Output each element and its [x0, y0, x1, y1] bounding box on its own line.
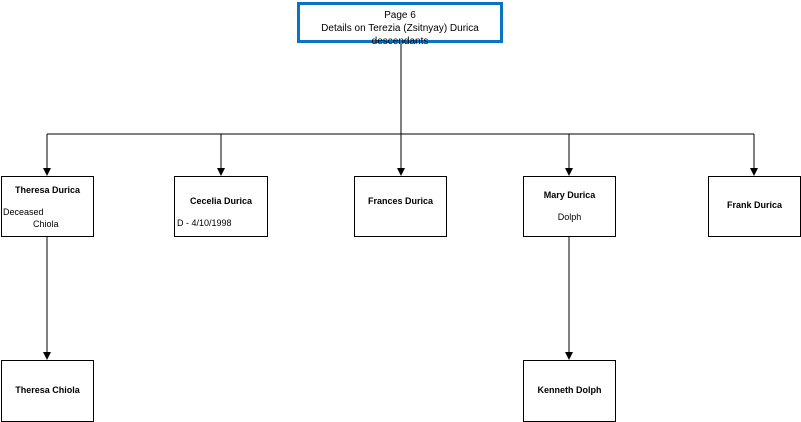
node-frances-durica[interactable]: Frances Durica — [354, 176, 447, 237]
node-name: Theresa Chiola — [15, 385, 80, 395]
node-name: Frances Durica — [367, 196, 434, 206]
node-mary-durica[interactable]: Mary Durica Dolph — [523, 176, 616, 237]
node-name: Frank Durica — [726, 200, 783, 210]
node-kenneth-dolph[interactable]: Kenneth Dolph — [523, 360, 616, 422]
node-cecelia-durica[interactable]: Cecelia Durica D - 4/10/1998 — [174, 176, 268, 237]
node-theresa-durica[interactable]: Theresa Durica Deceased Chiola — [1, 176, 94, 237]
node-frank-durica[interactable]: Frank Durica — [708, 176, 801, 237]
root-node[interactable]: Page 6 Details on Terezia (Zsitnyay) Dur… — [297, 2, 503, 47]
root-page-label: Page 6 — [384, 10, 416, 21]
node-name: Mary Durica — [543, 190, 596, 200]
node-name: Cecelia Durica — [189, 196, 253, 206]
node-theresa-chiola[interactable]: Theresa Chiola — [1, 360, 94, 422]
node-death-date: D - 4/10/1998 — [177, 218, 232, 228]
node-status: Deceased — [3, 207, 44, 217]
node-spouse: Dolph — [557, 212, 582, 222]
root-title: Details on Terezia (Zsitnyay) Durica des… — [321, 23, 479, 47]
node-name: Theresa Durica — [14, 185, 81, 195]
node-name: Kenneth Dolph — [537, 385, 602, 395]
node-spouse: Chiola — [33, 219, 59, 229]
